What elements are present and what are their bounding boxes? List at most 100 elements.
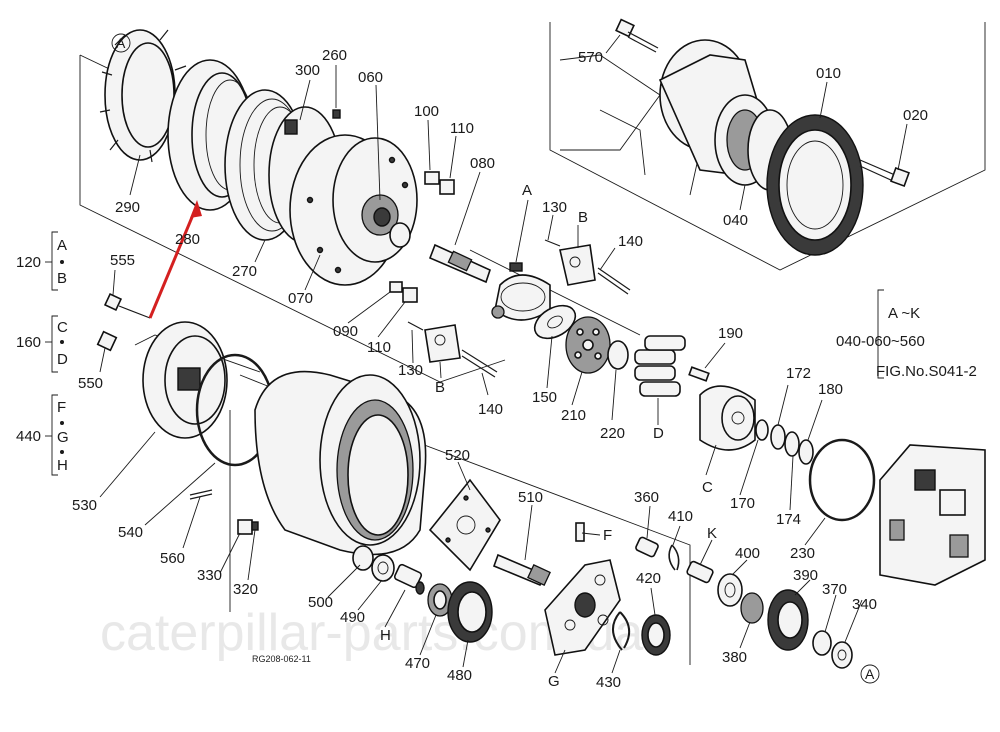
swash-plate-A-icon (491, 262, 551, 321)
callout-020: 020 (903, 107, 928, 124)
range-note: A ~K 040-060~560 FIG.No.S041-2 (836, 305, 977, 380)
circle-A-top-label: A (116, 35, 126, 51)
callout-380: 380 (722, 649, 747, 666)
o-ring-230-icon (808, 438, 876, 522)
block-B-lower-icon (407, 321, 498, 378)
group-440-H: H (57, 457, 68, 474)
callout-100: 100 (414, 103, 439, 120)
circle-A-top (111, 33, 131, 53)
note-fig: FIG.No.S041-2 (876, 363, 977, 380)
letter-A: A (522, 182, 532, 199)
letter-B-upper: B (578, 209, 588, 226)
callout-490: 490 (340, 609, 365, 626)
callout-040: 040 (723, 212, 748, 229)
leader-lines (99, 34, 908, 674)
callout-230: 230 (790, 545, 815, 562)
plug-555-icon (103, 292, 151, 319)
group-160-D: D (57, 351, 68, 368)
callout-260: 260 (322, 47, 347, 64)
planet-carrier-G-icon (544, 559, 621, 656)
sun-gear-510-icon (492, 553, 551, 587)
group-160-C: C (57, 319, 68, 336)
drawing-reference: RG208-062-11 (252, 654, 311, 664)
callout-190: 190 (718, 325, 743, 342)
letter-F: F (603, 527, 612, 544)
valve-plate-210-icon (565, 316, 611, 374)
callout-010: 010 (816, 65, 841, 82)
callout-500: 500 (308, 594, 333, 611)
group-120-B: B (57, 270, 67, 287)
needle-bearing-380-icon (740, 592, 764, 624)
callout-290: 290 (115, 199, 140, 216)
shaft-K-icon (686, 560, 714, 584)
pin-F-icon (575, 522, 585, 542)
group-labels: 120 A B 160 C D 440 F G H (16, 237, 69, 474)
callout-210: 210 (561, 407, 586, 424)
bolt-360-icon (635, 536, 659, 558)
callout-060: 060 (358, 69, 383, 86)
letter-labels: A B B C D F G H K A A (111, 33, 880, 690)
callout-130a: 130 (542, 199, 567, 216)
circle-A-bottom-label: A (865, 666, 875, 682)
coupling-H-icon (393, 563, 425, 595)
callout-090: 090 (333, 323, 358, 340)
ring-gear-housing-icon (254, 370, 427, 556)
callout-280: 280 (175, 231, 200, 248)
callout-080: 080 (470, 155, 495, 172)
cylinder-block-C-icon (699, 385, 756, 451)
pin-190-icon (688, 366, 710, 382)
highlight-arrow-icon (148, 200, 202, 319)
bolt-570-icon (615, 18, 659, 53)
ring-410-icon (668, 544, 680, 571)
callout-520: 520 (445, 447, 470, 464)
gear-390-icon (767, 589, 809, 651)
callout-140b: 140 (478, 401, 503, 418)
letter-D: D (653, 425, 664, 442)
callout-555: 555 (110, 252, 135, 269)
callout-430: 430 (596, 674, 621, 691)
ring-nut-290-icon (99, 29, 187, 163)
callout-110b: 110 (367, 339, 391, 356)
callout-110a: 110 (450, 120, 474, 137)
group-440-G: G (57, 429, 69, 446)
callout-540: 540 (118, 524, 143, 541)
callout-530: 530 (72, 497, 97, 514)
washer-400-icon (717, 573, 743, 607)
group-120: 120 (16, 254, 41, 271)
plug-330-icon (237, 519, 259, 535)
callout-174: 174 (776, 511, 801, 528)
callout-070: 070 (288, 290, 313, 307)
pin-560-icon (189, 489, 213, 500)
callout-130b: 130 (398, 362, 423, 379)
block-B-upper-icon (544, 239, 631, 295)
callout-410: 410 (668, 508, 693, 525)
plug-100-icon (424, 171, 455, 195)
snap-ring-430-icon (612, 611, 631, 651)
callout-300: 300 (295, 62, 320, 79)
callout-420: 420 (636, 570, 661, 587)
callout-220: 220 (600, 425, 625, 442)
group-120-A: A (57, 237, 67, 254)
springs-170-icon (755, 419, 814, 465)
callout-550: 550 (78, 375, 103, 392)
washer-340-icon (831, 641, 853, 669)
callout-150: 150 (532, 389, 557, 406)
letter-C: C (702, 479, 713, 496)
gear-420-icon (641, 614, 671, 656)
circle-A-bottom (860, 664, 880, 684)
cover-530-icon (142, 321, 228, 439)
group-440-F: F (57, 399, 66, 416)
group-160: 160 (16, 334, 41, 351)
callout-470: 470 (405, 655, 430, 672)
callout-labels: 010 020 040 570 060 070 080 090 100 110 … (72, 47, 928, 691)
washer-500-icon (352, 545, 374, 571)
screw-260-icon (332, 109, 341, 119)
callout-390: 390 (793, 567, 818, 584)
ring-220-icon (607, 340, 629, 370)
shaft-080-icon (428, 243, 491, 284)
callout-570: 570 (578, 49, 603, 66)
callout-480: 480 (447, 667, 472, 684)
gear-480-icon (447, 581, 493, 643)
